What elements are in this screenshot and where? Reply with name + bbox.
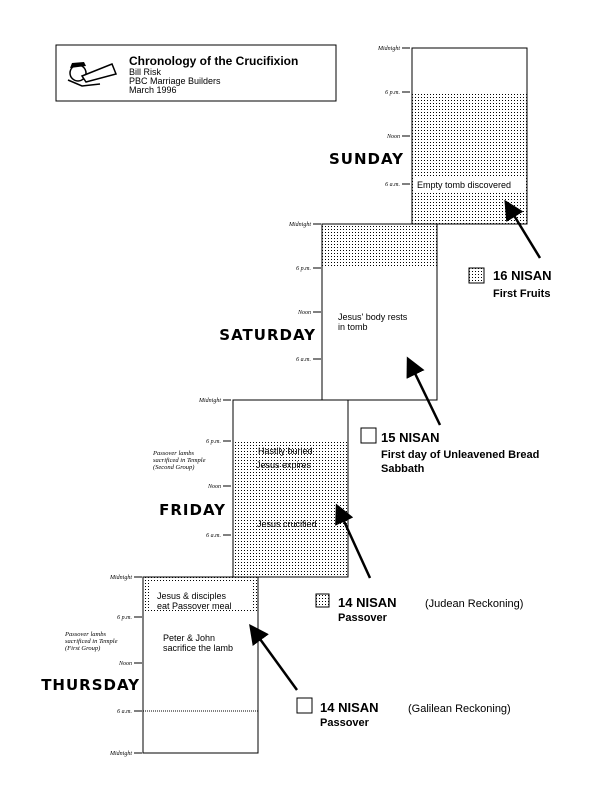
author: Bill Risk: [129, 67, 162, 77]
legend-14-nisan-judean: 14 NISAN (Judean Reckoning) Passover: [315, 593, 523, 624]
note-lambs-2: sacrificed in Temple: [153, 457, 206, 464]
legend-day: 16 NISAN: [493, 268, 552, 283]
event-sacrifice-lamb-2: sacrifice the lamb: [163, 643, 233, 653]
tick-6am: 6 a.m.: [296, 357, 311, 363]
arrow-16-nisan: [504, 199, 542, 259]
legend-line1: First day of Unleavened Bread: [381, 449, 539, 461]
legend-day: 14 NISAN: [320, 700, 379, 715]
legend-line1: Passover: [320, 717, 370, 729]
thursday-column: Midnight 6 p.m. Noon 6 a.m. Midnight THU…: [41, 575, 259, 757]
title-box: Chronology of the Crucifixion Bill Risk …: [55, 44, 337, 102]
tick-noon: Noon: [207, 484, 221, 490]
legend-swatch-blank: [360, 427, 377, 444]
note-lambs-3: (First Group): [65, 645, 100, 652]
event-empty-tomb: Empty tomb discovered: [417, 180, 511, 190]
diagram-title: Chronology of the Crucifixion: [129, 54, 298, 68]
tick-midnight: Midnight: [288, 222, 311, 228]
shofar-blower-icon: [67, 62, 118, 87]
day-label-friday: FRIDAY: [159, 501, 226, 519]
note-lambs-3: (Second Group): [153, 464, 194, 471]
note-lambs-2: sacrificed in Temple: [65, 638, 118, 645]
tick-midnight: Midnight: [377, 46, 400, 52]
friday-column: Midnight 6 p.m. Noon 6 a.m. FRIDAY Passo…: [152, 398, 349, 578]
legend-swatch-blank: [296, 697, 313, 714]
legend-line1: First Fruits: [493, 288, 550, 300]
legend-16-nisan: 16 NISAN First Fruits: [468, 267, 552, 300]
legend-day: 14 NISAN: [338, 595, 397, 610]
note-lambs-1: Passover lambs: [64, 631, 106, 638]
tick-noon: Noon: [386, 134, 400, 140]
tick-6pm: 6 p.m.: [385, 90, 400, 96]
event-sacrifice-lamb-1: Peter & John: [163, 633, 215, 643]
saturday-column: Midnight 6 p.m. Noon 6 a.m. SATURDAY Jes…: [219, 222, 438, 401]
day-label-sunday: SUNDAY: [329, 150, 404, 168]
organization: PBC Marriage Builders: [129, 76, 221, 86]
event-hastily-buried: Hastily buried: [258, 446, 313, 456]
event-jesus-crucified: Jesus crucified: [257, 519, 317, 529]
note-lambs-1: Passover lambs: [152, 450, 194, 457]
tick-6am: 6 a.m.: [206, 533, 221, 539]
tick-midnight: Midnight: [198, 398, 221, 404]
legend-swatch-dotted: [468, 267, 485, 284]
arrow-15-nisan: [406, 356, 442, 426]
legend-15-nisan: 15 NISAN First day of Unleavened Bread S…: [360, 427, 539, 475]
tick-midnight: Midnight: [109, 575, 132, 581]
event-body-rests-2: in tomb: [338, 322, 368, 332]
legend-line1: Passover: [338, 612, 388, 624]
arrow-14-nisan-galilean: [249, 623, 299, 691]
tick-6am: 6 a.m.: [385, 182, 400, 188]
legend-14-nisan-galilean: 14 NISAN (Galilean Reckoning) Passover: [296, 697, 511, 729]
arrow-14-nisan-judean: [335, 503, 372, 579]
tick-6pm: 6 p.m.: [117, 615, 132, 621]
event-passover-meal-1: Jesus & disciples: [157, 591, 227, 601]
tick-noon: Noon: [297, 310, 311, 316]
legend-day: 15 NISAN: [381, 430, 440, 445]
legend-reckoning: (Galilean Reckoning): [408, 703, 511, 715]
date: March 1996: [129, 85, 177, 95]
sunday-column: Midnight 6 p.m. Noon 6 a.m. SUNDAY Empty…: [329, 46, 528, 225]
event-passover-meal-2: eat Passover meal: [157, 601, 232, 611]
event-body-rests-1: Jesus' body rests: [338, 312, 408, 322]
tick-noon: Noon: [118, 661, 132, 667]
tick-6pm: 6 p.m.: [296, 266, 311, 272]
day-label-thursday: THURSDAY: [41, 676, 140, 694]
legend-swatch-dotted: [315, 593, 330, 608]
event-jesus-expires: Jesus expires: [256, 460, 312, 470]
tick-midnight-end: Midnight: [109, 751, 132, 757]
day-label-saturday: SATURDAY: [219, 326, 316, 344]
legend-line2: Sabbath: [381, 463, 425, 475]
tick-6am: 6 a.m.: [117, 709, 132, 715]
tick-6pm: 6 p.m.: [206, 439, 221, 445]
legend-reckoning: (Judean Reckoning): [425, 598, 523, 610]
